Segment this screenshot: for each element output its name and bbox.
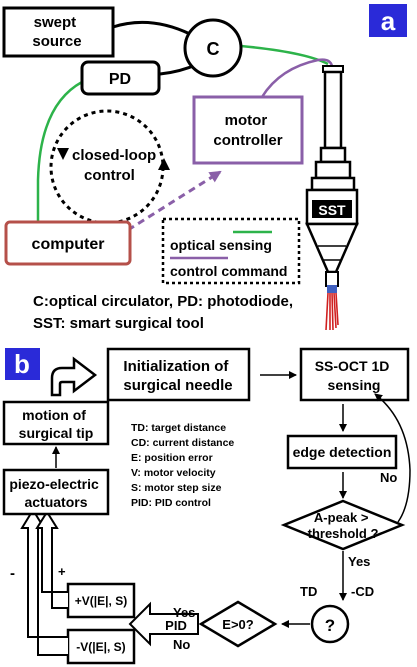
loop-arrow-down-icon <box>57 148 69 160</box>
init-needle-label: Initialization of <box>123 358 229 375</box>
panel-a-label-box <box>369 4 407 37</box>
edge-detection-box <box>286 434 398 470</box>
tool-label: SST <box>318 202 346 218</box>
init-needle-label: surgical needle <box>123 377 232 394</box>
edge-detection-label: edge detection <box>293 444 392 460</box>
motor-controller-label: motor <box>225 112 268 129</box>
pid-hollow-arrow <box>128 601 199 647</box>
sign-decision-label: E>0? <box>222 617 253 632</box>
error-sum-label: ? <box>325 616 335 635</box>
circulator-label: C <box>207 39 220 59</box>
piezo-actuators-box <box>2 468 110 516</box>
caption-line: SST: smart surgical tool <box>33 315 204 332</box>
pid-yes-label: Yes <box>173 605 195 620</box>
negative-velocity-box <box>66 628 136 665</box>
svg-text:swept source: swept source <box>32 14 81 50</box>
legend-b-line: PID: PID control <box>131 497 211 509</box>
negative-velocity-label: -V(|E|, S) <box>76 640 125 654</box>
smart-surgical-tool <box>305 65 359 331</box>
pid-label: PID <box>165 618 187 633</box>
motor-controller-box <box>192 95 304 165</box>
legend-optical-label: optical sensing <box>170 237 272 253</box>
legend-b-line: E: position error <box>131 452 213 464</box>
computer-box <box>4 220 132 266</box>
decision-label: A-peak > <box>314 510 369 525</box>
ssoct-label: SS-OCT 1D <box>315 358 390 374</box>
svg-text:piezo-electric actuators: piezo-electric actuators <box>9 476 102 510</box>
motion-tip-label: surgical tip <box>19 425 94 441</box>
sign-decision <box>198 600 278 648</box>
piezo-label: piezo-electric <box>9 476 99 492</box>
td-label: TD <box>300 584 317 599</box>
legend-b-line: CD: current distance <box>131 437 234 449</box>
legend-b-line: TD: target distance <box>131 422 226 434</box>
motion-tip-box <box>2 400 110 446</box>
legend-b-line: V: motor velocity <box>131 467 216 479</box>
svg-text:A-peak > threshold ?: A-peak > threshold ? <box>308 510 379 541</box>
no-feedback-arrow <box>374 393 411 523</box>
ssoct-box <box>299 347 410 402</box>
panel-b-label: b <box>14 349 30 379</box>
svg-text:motion of surgical tip: motion of surgical tip <box>19 407 94 441</box>
photodiode-label: PD <box>109 71 131 88</box>
swept-source-label: source <box>32 33 81 50</box>
cd-label: -CD <box>351 584 374 599</box>
circulator-node <box>183 18 243 78</box>
no-label: No <box>380 470 397 485</box>
computer-to-controller-command <box>127 170 222 232</box>
piezo-label: actuators <box>24 494 87 510</box>
legend-b-line: S: motor step size <box>131 482 222 494</box>
error-sum-node <box>310 604 350 644</box>
panel-b-label-box <box>5 348 40 380</box>
svg-text:motor controller: motor controller <box>213 112 282 149</box>
swept-source-label: swept <box>34 14 77 31</box>
yes-label: Yes <box>348 554 370 569</box>
minus-label: - <box>10 565 15 582</box>
panel-a-label: a <box>381 6 396 36</box>
svg-text:TD: target distance CD: cu: TD: target distance CD: current distance… <box>131 422 237 509</box>
circulator-to-tool-fiber <box>240 44 329 66</box>
pid-no-label: No <box>173 637 190 652</box>
decision-label: threshold ? <box>308 526 379 541</box>
computer-label: computer <box>32 236 105 253</box>
swept-source-box <box>2 6 115 58</box>
legend-control-label: control command <box>170 263 287 279</box>
loop-label: control <box>84 167 135 184</box>
svg-text:SS-OCT 1D sensing: SS-OCT 1D sensing <box>315 358 394 393</box>
svg-text:Initialization of surgical: Initialization of surgical needle <box>123 358 232 394</box>
svg-text:closed-loop control: closed-loop control <box>72 147 160 184</box>
photodiode-box <box>80 60 161 96</box>
start-bent-arrow-icon <box>50 356 98 397</box>
loop-label: closed-loop <box>72 147 156 164</box>
svg-text:C:optical circulator, PD: phot: C:optical circulator, PD: photodiode, SS… <box>33 293 297 332</box>
positive-velocity-box <box>66 582 136 619</box>
motor-controller-label: controller <box>213 132 282 149</box>
init-needle-box <box>106 347 251 402</box>
positive-drive-hollow-arrow <box>35 510 68 609</box>
caption-line: C:optical circulator, PD: photodiode, <box>33 293 293 310</box>
motion-tip-label: motion of <box>22 407 86 423</box>
plus-label: + <box>58 564 66 579</box>
positive-velocity-label: +V(|E|, S) <box>75 594 127 608</box>
controller-to-tool-wire <box>260 58 334 98</box>
legend-box-a <box>161 217 301 285</box>
loop-arrow-up-icon <box>158 158 170 170</box>
source-to-circulator-fiber <box>112 20 191 36</box>
threshold-decision <box>280 499 406 551</box>
ssoct-label: sensing <box>328 377 381 393</box>
